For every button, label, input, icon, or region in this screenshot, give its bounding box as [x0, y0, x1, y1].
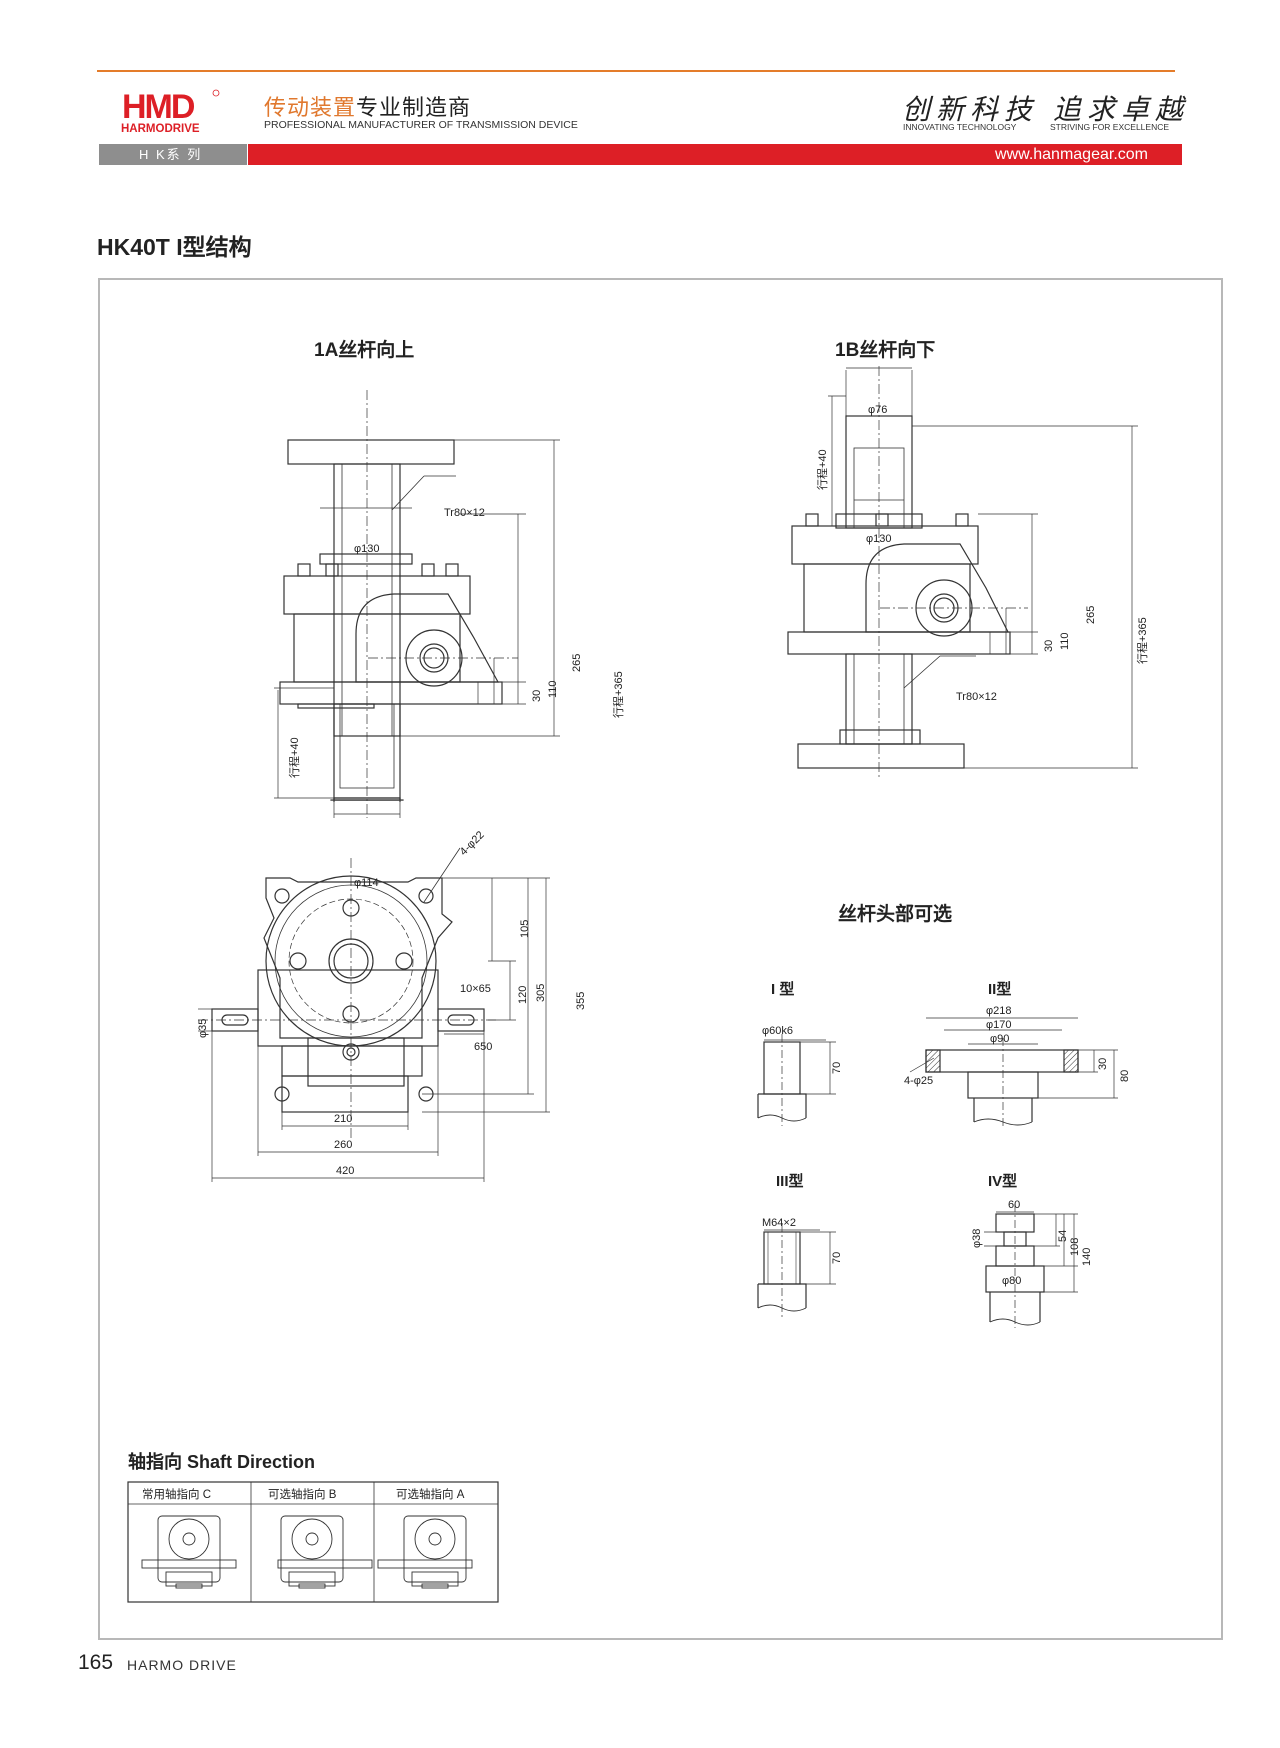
type1-title: I 型: [771, 980, 794, 998]
type4-dim54-label: 54: [1057, 1230, 1069, 1242]
type4-dim108-label: 108: [1069, 1238, 1081, 1256]
type4-d38-label: φ38: [971, 1229, 983, 1248]
brand-english: PROFESSIONAL MANUFACTURER OF TRANSMISSIO…: [264, 119, 578, 131]
1a-d114-label: φ114: [354, 877, 379, 889]
type2-d170-label: φ170: [986, 1019, 1012, 1031]
shaft-dir-icon-c: [141, 1515, 237, 1589]
type1-len-label: 70: [831, 1062, 843, 1074]
plan-dim120-label: 120: [517, 986, 529, 1004]
shaft-direction-title: 轴指向 Shaft Direction: [128, 1451, 315, 1472]
plan-dim210-label: 210: [334, 1113, 352, 1125]
shaft-dir-icon-a: [377, 1515, 473, 1589]
logo-subtext: HARMODRIVE: [121, 123, 200, 135]
plan-d35-label: φ35: [197, 1019, 209, 1038]
1b-dim110-label: 110: [1059, 632, 1071, 650]
type4-dim140-label: 140: [1081, 1248, 1093, 1266]
type2-holes-label: 4-φ25: [904, 1075, 933, 1087]
1b-d76-label: φ76: [868, 404, 887, 416]
page-title: HK40T I型结构: [97, 234, 252, 260]
plan-view-drawing: [198, 847, 550, 1182]
page-number: 165: [78, 1651, 114, 1674]
1a-thread-label: Tr80×12: [444, 507, 485, 519]
plan-dim420-label: 420: [336, 1165, 354, 1177]
plan-dim260-label: 260: [334, 1139, 352, 1151]
1a-dim30-label: 30: [531, 690, 543, 702]
view-1a-drawing: [274, 390, 560, 818]
type4-dim60-label: 60: [1008, 1199, 1020, 1211]
1b-stroke40-label: 行程+40: [816, 449, 829, 490]
type2-drawing: [909, 1017, 1118, 1128]
type3-drawing: [757, 1224, 836, 1318]
1a-d130-label: φ130: [354, 543, 380, 555]
shaft-dir-cell-a: 可选轴指向 A: [396, 1487, 465, 1501]
shaft-dir-cell-b: 可选轴指向 B: [268, 1487, 337, 1501]
brand-chinese: 传动装置专业制造商: [264, 95, 472, 120]
view-1a-title: 1A丝杆向上: [314, 338, 414, 361]
type2-d218-label: φ218: [986, 1005, 1012, 1017]
1b-d130-label: φ130: [866, 533, 892, 545]
type2-title: II型: [988, 980, 1011, 998]
header-top-rule: [97, 70, 1175, 72]
series-label: H K系 列: [99, 144, 247, 165]
plan-dim305-label: 305: [535, 984, 547, 1002]
1b-dim30-label: 30: [1043, 640, 1055, 652]
footer-brand: HARMO DRIVE: [127, 1657, 237, 1673]
slogan-chinese: 创新科技 追求卓越: [902, 93, 1189, 126]
type4-title: IV型: [988, 1172, 1017, 1190]
1b-stroke365-label: 行程+365: [1136, 617, 1149, 664]
type1-dia-label: φ60k6: [762, 1025, 793, 1037]
1b-dim265-label: 265: [1085, 606, 1097, 624]
plan-dim650-label: 650: [474, 1041, 492, 1053]
type2-dim30-label: 30: [1097, 1058, 1109, 1070]
view-1b-drawing: [787, 366, 1138, 778]
logo-mark: HMD: [122, 88, 195, 126]
plan-dim355-label: 355: [575, 992, 587, 1010]
plan-key-label: 10×65: [460, 983, 491, 995]
type3-title: III型: [776, 1172, 804, 1190]
1a-stroke40-label: 行程+40: [288, 737, 301, 778]
engineering-drawing: 1A丝杆向上 1B丝杆向下 Tr80×12 φ130 φ114 265 110 …: [127, 338, 1149, 1603]
type1-drawing: [757, 1034, 836, 1126]
slogan-english-2: STRIVING FOR EXCELLENCE: [1050, 122, 1170, 132]
drawing-frame: [98, 278, 1223, 1640]
1a-dim265-label: 265: [571, 654, 583, 672]
1a-stroke365-label: 行程+365: [612, 671, 625, 718]
shaft-dir-cell-c: 常用轴指向 C: [142, 1487, 211, 1501]
shaft-direction-table: [127, 1481, 499, 1603]
website-link[interactable]: www.hanmagear.com: [248, 144, 1182, 165]
1a-dim110-label: 110: [547, 680, 559, 698]
type4-d80-label: φ80: [1002, 1275, 1021, 1287]
type3-thread-label: M64×2: [762, 1217, 796, 1229]
plan-holes-label: 4-φ22: [458, 829, 487, 858]
shaft-dir-icon-b: [277, 1515, 373, 1589]
slogan-english-1: INNOVATING TECHNOLOGY: [903, 122, 1017, 132]
view-1b-title: 1B丝杆向下: [835, 338, 935, 361]
plan-dim105-label: 105: [519, 920, 531, 938]
harmodrive-logo: HMD HARMODRIVE: [121, 88, 220, 135]
type3-len-label: 70: [831, 1252, 843, 1264]
1b-thread-label: Tr80×12: [956, 691, 997, 703]
type2-d90-label: φ90: [990, 1033, 1009, 1045]
head-options-title: 丝杆头部可选: [838, 902, 952, 925]
type4-drawing: [984, 1204, 1078, 1328]
type2-dim80-label: 80: [1119, 1070, 1131, 1082]
